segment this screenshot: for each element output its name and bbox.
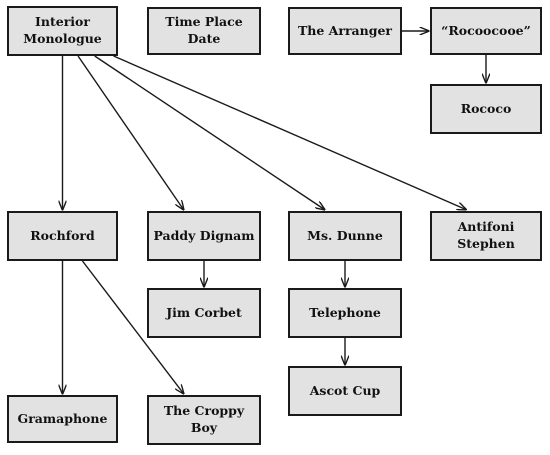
node-ms-dunne: Ms. Dunne xyxy=(288,211,402,261)
node-antifoni-stephen: Antifoni Stephen xyxy=(430,211,542,261)
node-rococo: Rococo xyxy=(430,84,542,134)
node-gramaphone: Gramaphone xyxy=(7,395,118,443)
edge-interior-monologue-to-antifoni-stephen xyxy=(113,55,466,210)
edge-interior-monologue-to-ms-dunne xyxy=(94,55,325,210)
node-the-arranger: The Arranger xyxy=(288,7,402,55)
node-the-croppy-boy: The Croppy Boy xyxy=(147,395,261,445)
node-jim-corbet: Jim Corbet xyxy=(147,288,261,338)
node-telephone: Telephone xyxy=(288,288,402,338)
node-ascot-cup: Ascot Cup xyxy=(288,366,402,416)
edge-interior-monologue-to-paddy-dignam xyxy=(77,55,183,210)
node-rococooe: “Rocoocooe” xyxy=(430,7,542,55)
edge-rochford-to-the-croppy-boy xyxy=(81,260,183,394)
node-interior-monologue: Interior Monologue xyxy=(7,6,118,56)
node-time-place-date: Time Place Date xyxy=(147,7,261,55)
node-paddy-dignam: Paddy Dignam xyxy=(147,211,261,261)
node-rochford: Rochford xyxy=(7,211,118,261)
